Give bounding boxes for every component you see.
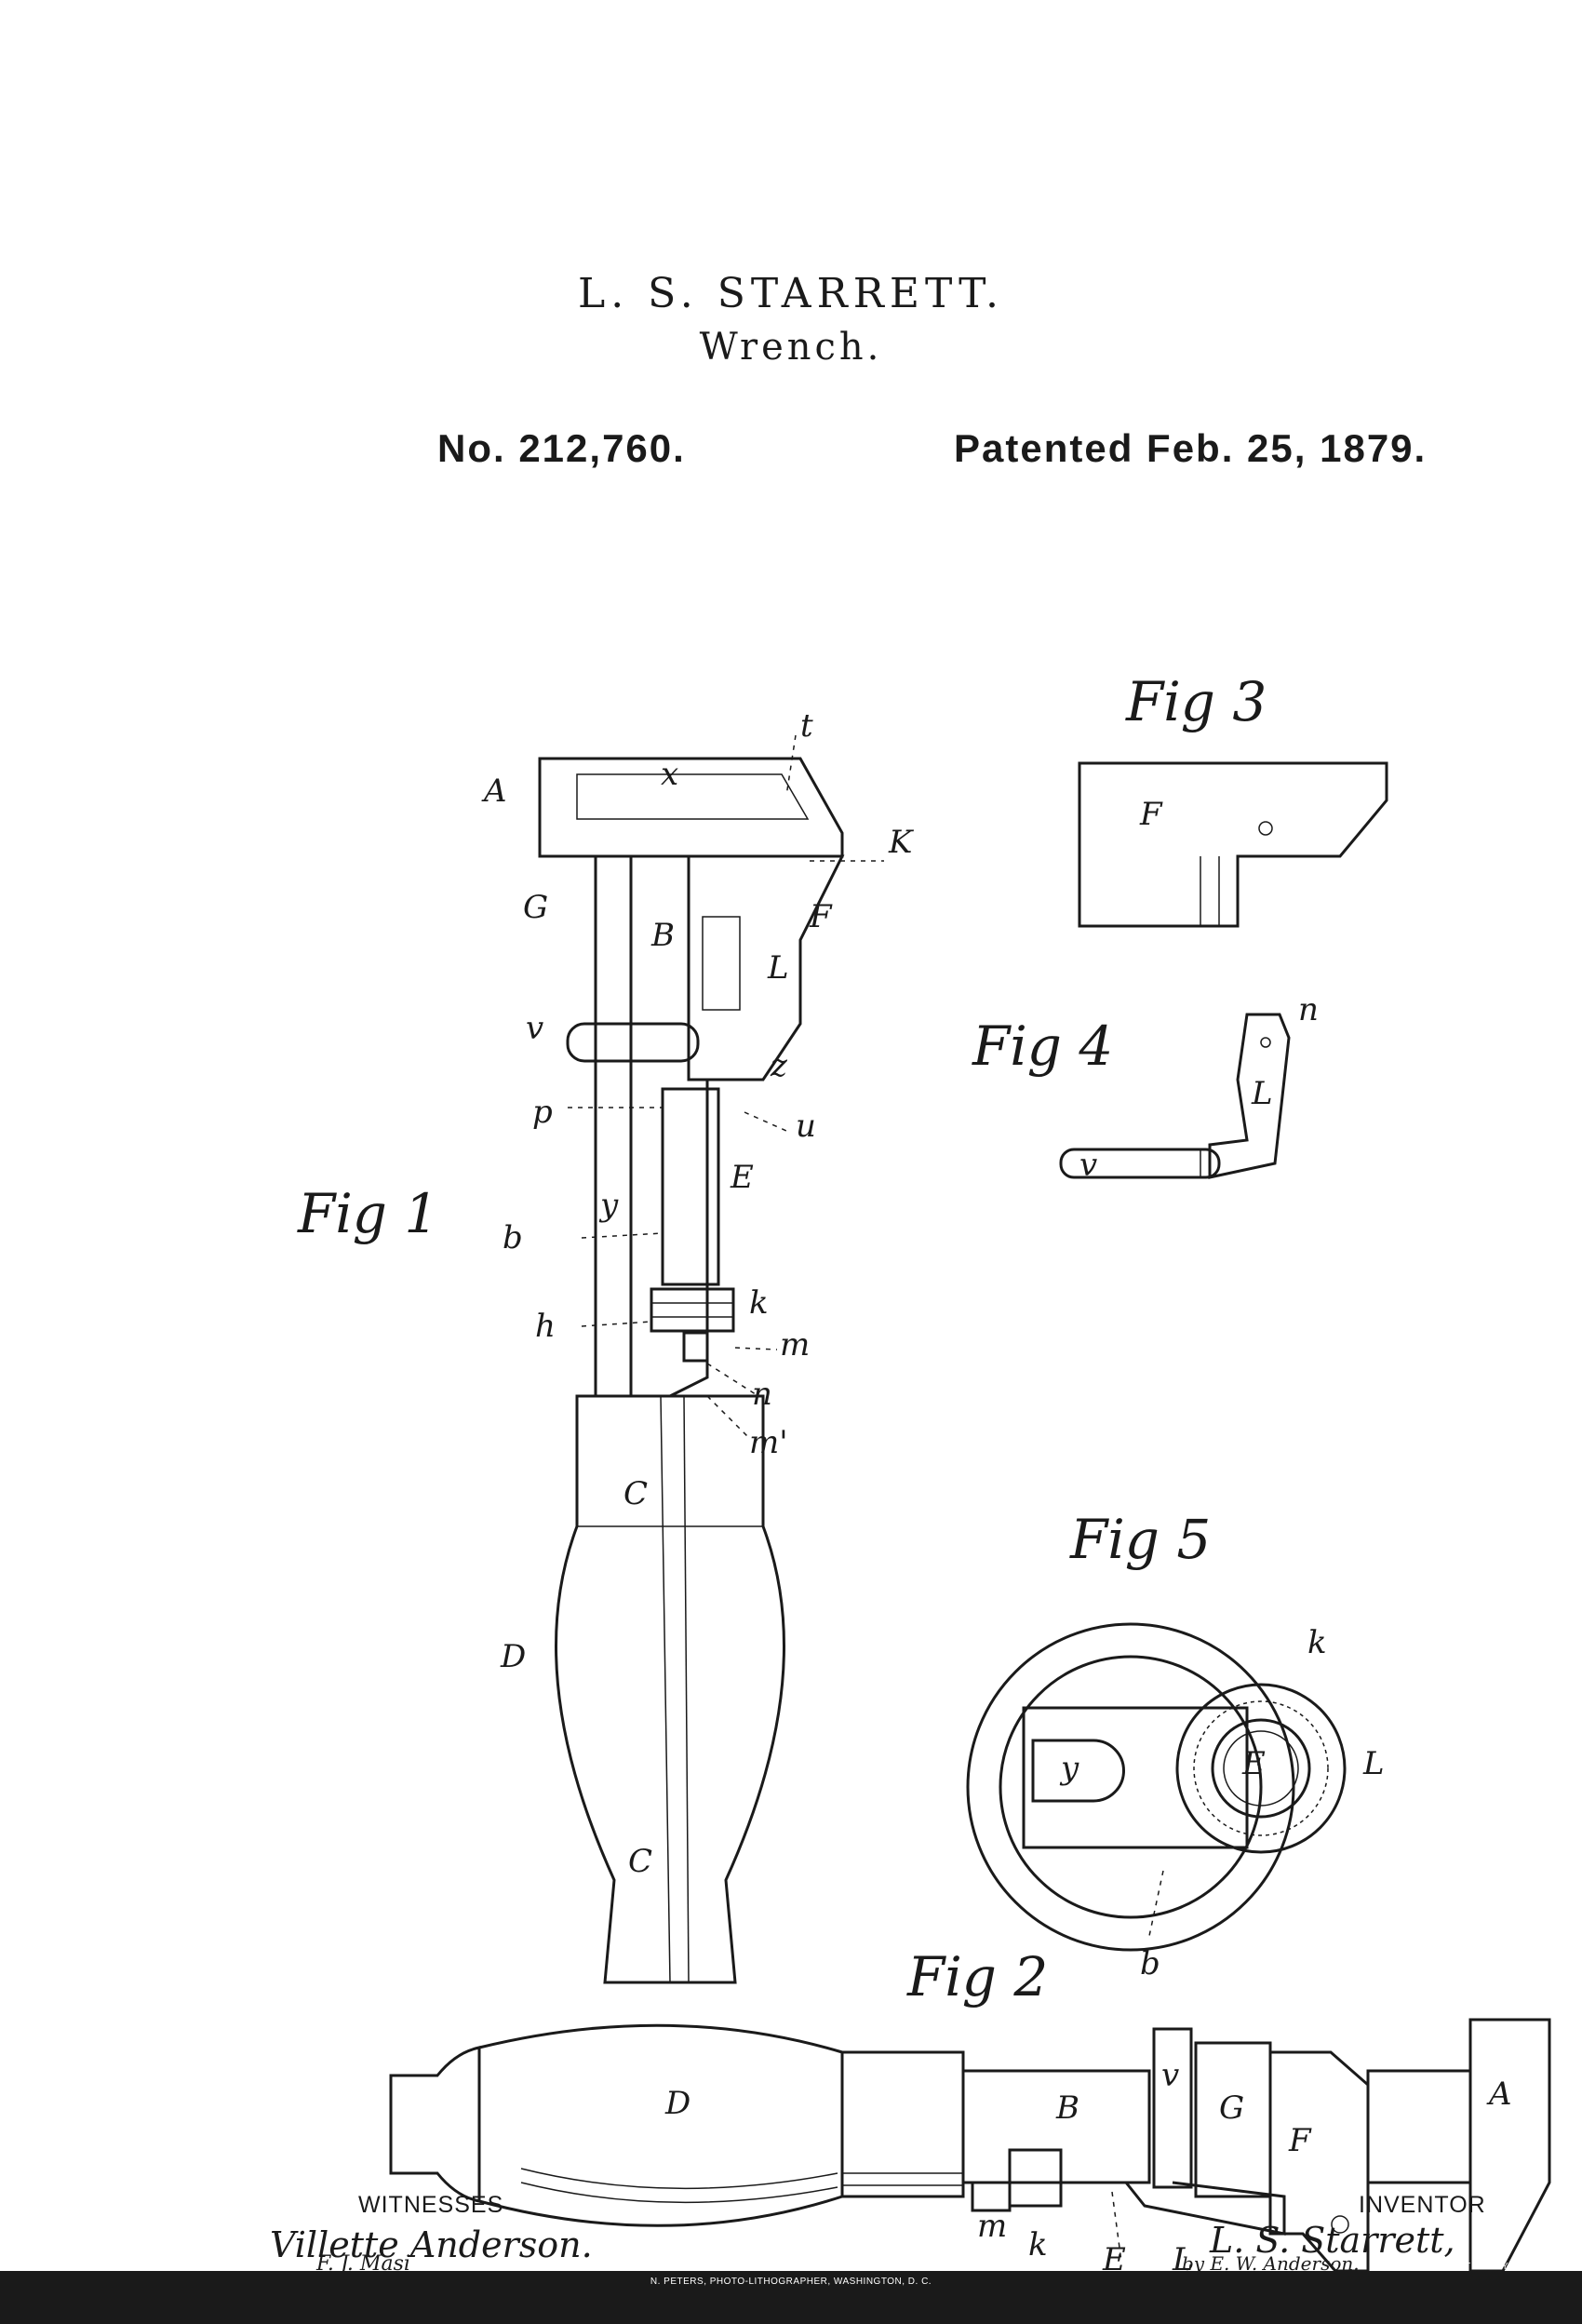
fig1-part-label: C (623, 1475, 649, 1512)
fig1-part-label: B (651, 917, 675, 954)
fig2-label: Fig 2 (907, 1945, 1049, 2008)
fig1-handle-d (555, 1394, 785, 1984)
inventor-label: INVENTOR (1359, 2192, 1486, 2218)
fig1-jaw-f (687, 854, 845, 1081)
inventor-name: L. S. STARRETT. (577, 270, 1004, 317)
fig5-part-label: L (1363, 1745, 1385, 1782)
fig2-part-label: F (1289, 2122, 1311, 2159)
fig1-nut-k (650, 1287, 735, 1333)
fig1-part-label: y (600, 1187, 619, 1224)
fig1-label: Fig 1 (298, 1182, 439, 1245)
fig1-part-label: E (731, 1159, 754, 1196)
fig2-bar-b (961, 2069, 1151, 2184)
fig1-part-label: u (796, 1108, 816, 1145)
fig4-part-label: L (1252, 1075, 1273, 1112)
inventor-signature: L. S. Starrett, (1210, 2220, 1455, 2261)
fig1-screw-e (661, 1087, 720, 1286)
figure-2-drawing (389, 2018, 1551, 2273)
fig1-part-label: v (526, 1010, 544, 1047)
fig1-pin-v (566, 1022, 700, 1063)
fig2-part-label: E (1103, 2241, 1126, 2278)
fig1-part-label: n (752, 1376, 772, 1413)
fig2-part-label: k (1028, 2226, 1048, 2264)
witness-signature-1: Villette Anderson. (270, 2224, 593, 2265)
fig1-part-label: b (503, 1219, 523, 1256)
fig2-part-label: v (1161, 2057, 1180, 2094)
fig2-part-label: G (1219, 2089, 1245, 2127)
figure-3-drawing (1078, 761, 1388, 928)
fig2-nut-k (1008, 2148, 1063, 2208)
fig1-part-label: z (771, 1047, 787, 1084)
fig1-part-label: L (768, 949, 789, 987)
fig1-part-label: G (523, 889, 549, 926)
fig1-part-label: k (749, 1284, 769, 1322)
witnesses-label: WITNESSES (358, 2192, 504, 2218)
fig1-part-label: D (501, 1638, 527, 1675)
fig1-part-label: F (810, 898, 832, 935)
fig1-slot-y (594, 854, 633, 1398)
fig5-part-label: E (1242, 1745, 1266, 1782)
fig3-part-label: F (1140, 796, 1162, 833)
fig2-part-label: m (977, 2208, 1008, 2245)
printer-credit: N. PETERS, PHOTO-LITHOGRAPHER, WASHINGTO… (650, 2277, 932, 2287)
witness-signature-2: F. J. Masi (316, 2252, 410, 2276)
attorney-label: ATTORNEY (1452, 2262, 1509, 2272)
fig1-part-label: t (800, 707, 813, 745)
figure-1-drawing (538, 734, 884, 1984)
attorney-signature: by E. W. Anderson. (1182, 2252, 1360, 2275)
patent-title: Wrench. (699, 326, 883, 369)
fig2-part-label: A (1489, 2075, 1512, 2113)
patent-number: No. 212,760. (437, 426, 686, 470)
fig1-head-a (538, 757, 844, 858)
scan-edge-band (0, 2271, 1582, 2324)
fig4-part-label: v (1079, 1147, 1098, 1184)
fig3-label: Fig 3 (1126, 670, 1267, 733)
fig1-part-label: x (661, 756, 679, 793)
fig2-part-label: D (665, 2085, 691, 2122)
figure-4-drawing (1059, 1013, 1291, 1179)
fig4-part-label: n (1298, 991, 1319, 1028)
fig2-part-label: B (1056, 2089, 1079, 2127)
fig1-part-label: m' (749, 1424, 788, 1461)
fig5-part-label: b (1140, 1945, 1160, 1982)
figure-5-drawing (966, 1622, 1347, 1952)
fig5-part-label: k (1307, 1624, 1327, 1661)
fig5-label: Fig 5 (1070, 1508, 1212, 1571)
patent-date: Patented Feb. 25, 1879. (954, 426, 1428, 470)
fig1-part-label: A (484, 772, 507, 810)
fig2-part-label: L (1173, 2241, 1194, 2278)
fig1-part-label: m (780, 1326, 811, 1364)
fig2-head-a (1468, 2018, 1551, 2273)
fig5-part-label: y (1061, 1750, 1079, 1787)
fig4-label: Fig 4 (972, 1014, 1114, 1078)
fig1-part-label: h (535, 1308, 556, 1345)
fig1-part-label: C (628, 1843, 653, 1880)
fig1-part-label: p (532, 1094, 553, 1131)
fig1-part-label: K (889, 824, 913, 861)
